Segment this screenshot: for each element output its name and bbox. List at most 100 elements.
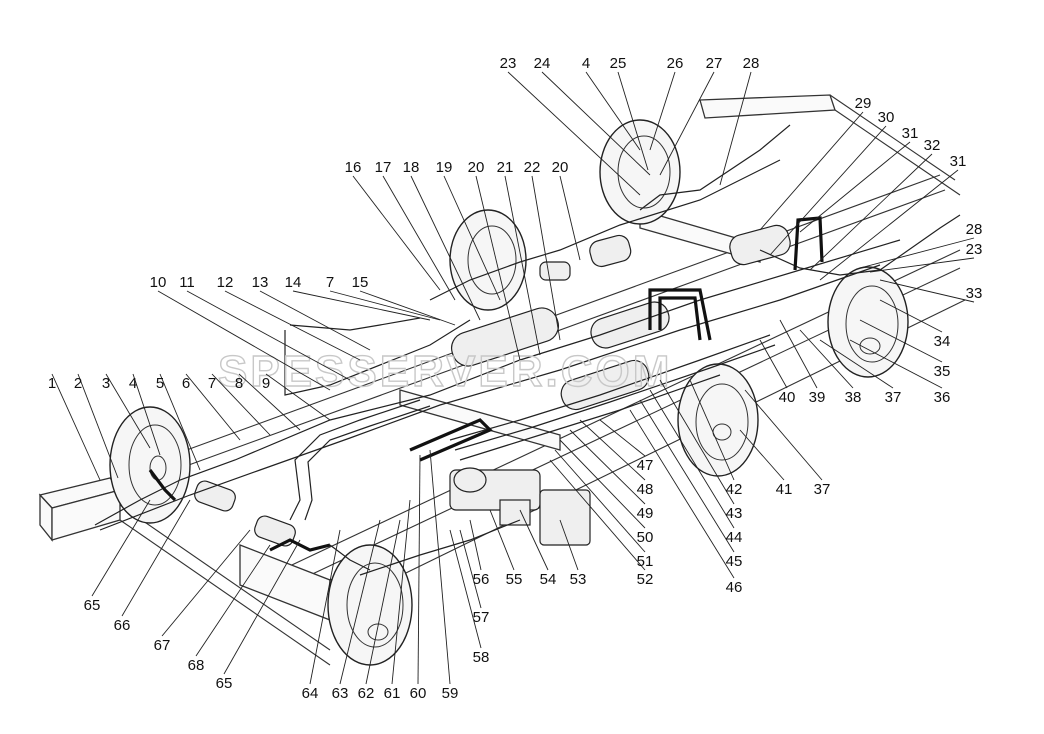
callout-label-27: 27 bbox=[706, 55, 723, 72]
compressor-unit bbox=[449, 467, 591, 546]
callout-label-7: 7 bbox=[326, 274, 334, 291]
leader-line-31 bbox=[819, 169, 959, 281]
callout-label-21: 21 bbox=[497, 159, 514, 176]
callout-label-16: 16 bbox=[345, 159, 362, 176]
callout-label-51: 51 bbox=[637, 553, 654, 570]
leader-line-24 bbox=[541, 71, 651, 176]
callout-label-28: 28 bbox=[966, 221, 983, 238]
callout-label-47: 47 bbox=[637, 457, 654, 474]
callout-label-43: 43 bbox=[726, 505, 743, 522]
leader-line-33 bbox=[879, 279, 975, 303]
callout-label-28: 28 bbox=[743, 55, 760, 72]
leader-line-18 bbox=[410, 175, 481, 321]
leader-line-4 bbox=[585, 71, 641, 151]
leader-line-35 bbox=[859, 319, 943, 363]
brake-chamber-rear bbox=[729, 224, 791, 266]
callout-label-1: 1 bbox=[48, 375, 56, 392]
leader-line-37 bbox=[819, 339, 894, 389]
callout-label-7: 7 bbox=[208, 375, 216, 392]
leader-line-3 bbox=[105, 373, 151, 449]
callout-label-32: 32 bbox=[924, 137, 941, 154]
leader-line-17 bbox=[382, 175, 456, 301]
callout-label-38: 38 bbox=[845, 389, 862, 406]
callout-label-50: 50 bbox=[637, 529, 654, 546]
leader-line-43 bbox=[659, 379, 735, 505]
callout-label-68: 68 bbox=[188, 657, 205, 674]
leader-line-46 bbox=[629, 409, 735, 579]
leader-line-30 bbox=[769, 125, 887, 256]
callout-label-64: 64 bbox=[302, 685, 319, 702]
callout-label-20: 20 bbox=[552, 159, 569, 176]
callout-label-6: 6 bbox=[182, 375, 190, 392]
callout-label-65: 65 bbox=[216, 675, 233, 692]
callout-label-23: 23 bbox=[966, 241, 983, 258]
front-axle-chamber bbox=[194, 480, 296, 547]
leader-line-59 bbox=[429, 449, 451, 685]
leader-line-50 bbox=[559, 439, 646, 529]
callout-label-31: 31 bbox=[902, 125, 919, 142]
leader-line-48 bbox=[579, 419, 646, 481]
leader-line-11 bbox=[186, 290, 351, 381]
leader-line-44 bbox=[649, 389, 735, 529]
callout-label-53: 53 bbox=[570, 571, 587, 588]
callout-label-37: 37 bbox=[814, 481, 831, 498]
wheel-rear-left bbox=[599, 119, 681, 225]
leader-line-13 bbox=[259, 290, 371, 351]
leader-line-5 bbox=[159, 373, 201, 471]
callout-label-55: 55 bbox=[506, 571, 523, 588]
callout-label-5: 5 bbox=[156, 375, 164, 392]
callout-label-67: 67 bbox=[154, 637, 171, 654]
leader-line-7 bbox=[329, 290, 441, 321]
leader-line-28 bbox=[719, 71, 752, 186]
wheel-rear-right bbox=[827, 266, 909, 378]
callout-label-20: 20 bbox=[468, 159, 485, 176]
wheel-front-right bbox=[327, 544, 413, 666]
leader-line-8 bbox=[238, 373, 301, 431]
callout-label-48: 48 bbox=[637, 481, 654, 498]
leader-line-31 bbox=[799, 141, 911, 233]
callout-label-62: 62 bbox=[358, 685, 375, 702]
callout-label-33: 33 bbox=[966, 285, 983, 302]
leader-line-21 bbox=[504, 175, 541, 356]
callout-label-39: 39 bbox=[809, 389, 826, 406]
callout-label-46: 46 bbox=[726, 579, 743, 596]
callout-label-49: 49 bbox=[637, 505, 654, 522]
leader-line-6 bbox=[185, 373, 241, 441]
leader-line-63 bbox=[339, 519, 381, 685]
callout-label-15: 15 bbox=[352, 274, 369, 291]
callout-label-4: 4 bbox=[582, 55, 590, 72]
leader-line-36 bbox=[849, 339, 943, 389]
callout-label-36: 36 bbox=[934, 389, 951, 406]
leader-line-52 bbox=[549, 459, 646, 571]
callout-label-57: 57 bbox=[473, 609, 490, 626]
leader-line-68 bbox=[195, 544, 271, 657]
leader-line-34 bbox=[879, 299, 943, 333]
leader-line-38 bbox=[799, 329, 854, 389]
leader-line-9 bbox=[265, 373, 331, 421]
air-pipelines bbox=[94, 124, 961, 576]
leader-line-37 bbox=[744, 389, 823, 481]
callout-label-52: 52 bbox=[637, 571, 654, 588]
leader-line-51 bbox=[554, 449, 646, 553]
leader-line-62 bbox=[365, 519, 401, 685]
callout-label-17: 17 bbox=[375, 159, 392, 176]
callout-label-63: 63 bbox=[332, 685, 349, 702]
leader-line-32 bbox=[809, 153, 933, 271]
callout-label-11: 11 bbox=[179, 274, 195, 291]
callout-label-13: 13 bbox=[252, 274, 269, 291]
leader-line-19 bbox=[443, 175, 501, 301]
leader-line-57 bbox=[459, 529, 482, 609]
watermark: SPESSERVER.COM bbox=[218, 347, 672, 396]
leader-line-41 bbox=[739, 429, 785, 481]
brake-chamber-middle bbox=[539, 234, 632, 281]
callout-label-66: 66 bbox=[114, 617, 131, 634]
callout-label-4: 4 bbox=[129, 375, 137, 392]
callout-label-2: 2 bbox=[74, 375, 82, 392]
callout-label-45: 45 bbox=[726, 553, 743, 570]
leader-line-65 bbox=[223, 539, 301, 675]
leader-line-10 bbox=[157, 290, 331, 391]
callout-label-22: 22 bbox=[524, 159, 541, 176]
leader-line-14 bbox=[292, 290, 431, 321]
